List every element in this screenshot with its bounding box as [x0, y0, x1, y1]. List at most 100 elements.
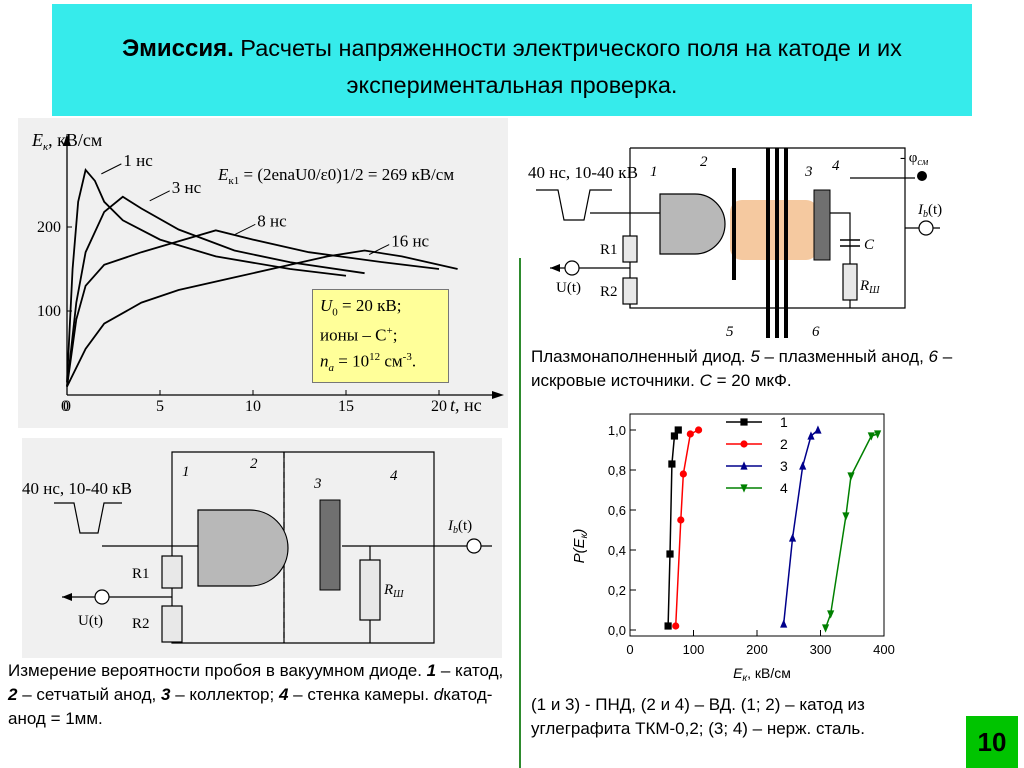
data-point — [799, 461, 807, 470]
ut-probe — [564, 260, 580, 276]
parameters-box — [312, 289, 449, 383]
label-4-bottom: 4 — [390, 468, 398, 484]
vacuum-diode-diagram: 40 нс, 10-40 кВ 1 2 3 4 Ib(t) R1 R2 RШ U… — [22, 438, 502, 658]
origin-label: 0 — [61, 398, 69, 415]
label-4: 4 — [832, 158, 840, 174]
ut-arrow — [550, 264, 560, 272]
label-6: 6 — [812, 324, 820, 340]
x-axis-label: t, нс — [450, 395, 482, 415]
x-tick-label: 10 — [245, 398, 261, 415]
r2-label-top: R2 — [600, 284, 618, 300]
data-point — [842, 512, 850, 521]
y-tick-label: 1,0 — [608, 423, 626, 438]
x-tick-label: 400 — [873, 642, 895, 657]
title-rest: Расчеты напряженности электрического пол… — [233, 35, 902, 98]
data-point — [874, 430, 882, 439]
data-point — [670, 432, 679, 440]
title-bar — [52, 4, 972, 116]
data-point — [677, 516, 685, 524]
curve-label-2: 3 нс — [172, 178, 202, 197]
resistor-r1-bottom — [161, 555, 183, 589]
prob-series — [664, 425, 882, 633]
divider-line — [519, 258, 521, 768]
resistor-r2 — [622, 277, 638, 305]
curve-label-1: 1 нс — [123, 151, 153, 170]
ib-probe-bottom — [466, 538, 482, 554]
ib-label-top: Ib(t) — [917, 202, 942, 220]
data-point — [668, 460, 676, 468]
slide-title: Эмиссия. Расчеты напряженности электриче… — [60, 30, 964, 104]
pulse-label-bottom: 40 нс, 10-40 кВ — [22, 479, 132, 498]
legend-label-1: 1 — [780, 414, 788, 430]
label-3: 3 — [804, 164, 813, 180]
data-point — [821, 624, 830, 633]
data-point — [780, 619, 788, 628]
x-tick-label: 200 — [746, 642, 768, 657]
prob-series-2 — [674, 429, 699, 627]
y-tick-label: 200 — [37, 219, 61, 236]
param-u0: U0 = 20 кВ; — [320, 296, 402, 319]
curve-leader — [235, 223, 256, 235]
y-tick-label: 0,4 — [608, 543, 626, 558]
cathode-1-bottom — [197, 509, 289, 587]
pulse-symbol-bottom — [54, 502, 122, 534]
anode-2 — [732, 168, 736, 280]
data-point — [827, 610, 835, 619]
x-tick-label: 0 — [63, 398, 71, 415]
label-2-bottom: 2 — [250, 456, 258, 472]
curve-leader — [149, 190, 170, 202]
formula: Eк1 = (2enaU0/ε0)1/2 = 269 кВ/см — [217, 165, 454, 187]
data-point — [814, 425, 822, 434]
ut-probe-bottom — [94, 589, 110, 605]
data-point — [847, 472, 855, 481]
ut-arrow-bottom — [62, 593, 72, 601]
page-number: 10 — [966, 716, 1018, 768]
x-tick-label: 100 — [683, 642, 705, 657]
legend-label-4: 4 — [780, 480, 788, 496]
data-point — [740, 418, 748, 426]
spark-source-6b — [775, 148, 779, 338]
ib-label-bottom: Ib(t) — [447, 518, 472, 536]
spark-source-6a — [766, 148, 770, 338]
x-tick-label: 15 — [338, 398, 354, 415]
label-1-bottom: 1 — [182, 464, 190, 480]
param-ions: ионы – C+; — [320, 325, 398, 345]
collector-3-bottom — [319, 499, 341, 591]
data-point — [788, 533, 797, 542]
data-point — [740, 461, 748, 470]
field-curve-4 — [66, 249, 458, 387]
curve-leader — [101, 163, 122, 175]
legend-label-2: 2 — [780, 436, 788, 452]
y-axis-arrow — [63, 134, 71, 146]
label-5: 5 — [726, 324, 734, 340]
collector-3 — [813, 189, 831, 261]
spark-source-6c — [784, 148, 788, 338]
rsh-label-bottom: RШ — [383, 582, 404, 600]
title-bold: Эмиссия. — [122, 35, 234, 62]
label-1: 1 — [650, 164, 658, 180]
ut-label-bottom: U(t) — [78, 613, 103, 629]
chamber-wall-4 — [630, 147, 906, 300]
data-point — [666, 550, 674, 558]
field-curve-1 — [66, 167, 347, 383]
caption-bottom-left: Измерение вероятности пробоя в вакуумном… — [8, 661, 504, 728]
prob-series-3 — [782, 429, 819, 625]
x-tick-label: 20 — [431, 398, 447, 415]
data-point — [679, 470, 687, 478]
x-tick-label: 0 — [626, 642, 633, 657]
resistor-rsh-bottom — [359, 559, 381, 621]
y-tick-label: 0,2 — [608, 583, 626, 598]
label-3-bottom: 3 — [313, 476, 322, 492]
curve-leader — [368, 244, 390, 255]
pulse-label-top: 40 нс, 10-40 кВ — [528, 163, 638, 182]
ut-label-top: U(t) — [556, 280, 581, 296]
y-tick-label: 0,8 — [608, 463, 626, 478]
data-point — [674, 426, 682, 434]
probe-phi — [917, 171, 927, 181]
r2-label-bottom: R2 — [132, 616, 150, 632]
